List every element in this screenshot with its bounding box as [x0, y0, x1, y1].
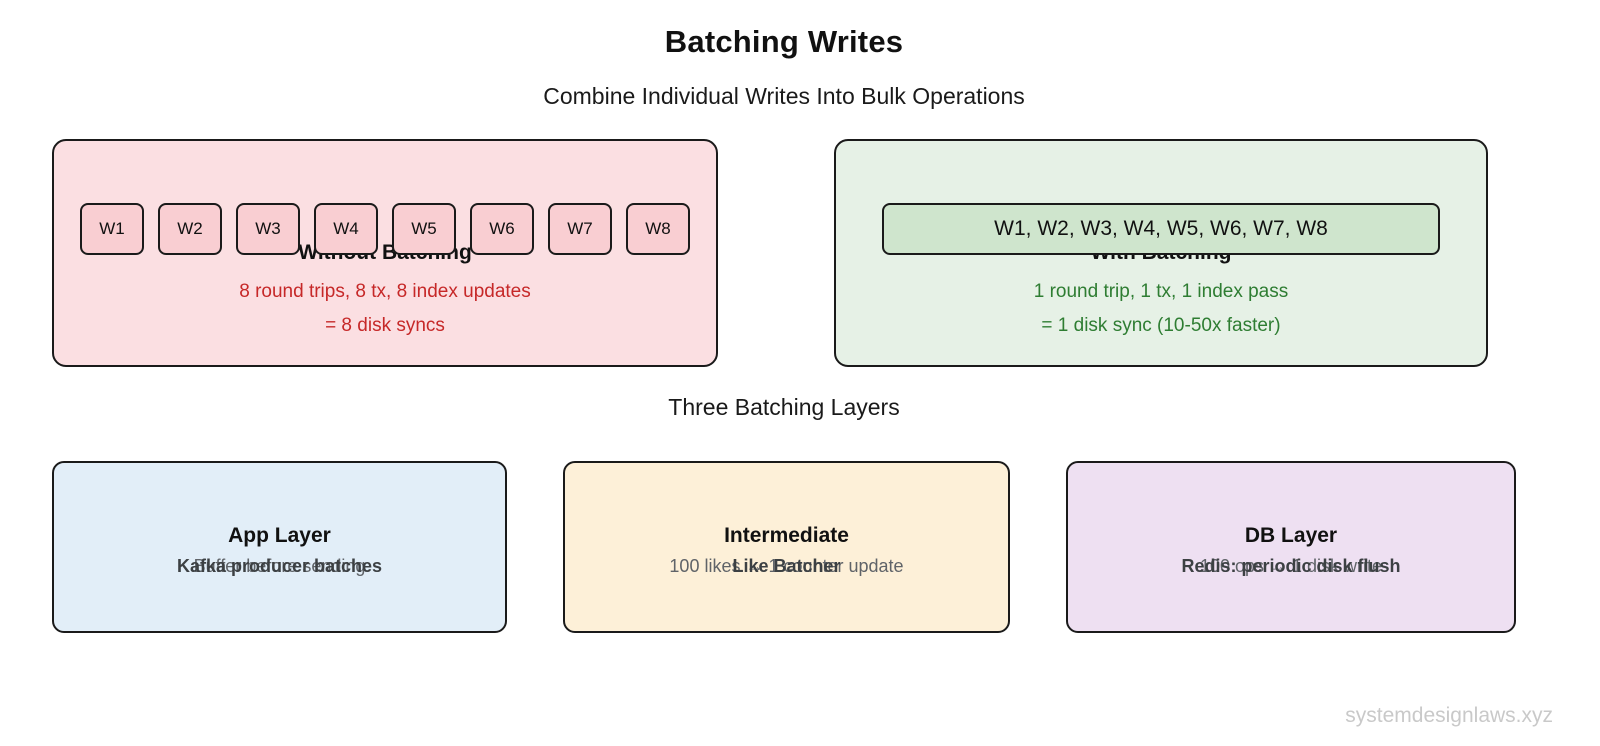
intermediate-layer-card: Intermediate Like Batcher 100 likes → 1 …: [563, 461, 1010, 633]
db-layer-title: DB Layer: [1244, 524, 1338, 547]
section-heading: Three Batching Layers: [668, 394, 900, 420]
watermark: systemdesignlaws.xyz: [1345, 704, 1553, 727]
db-layer-subtitle: Redis: periodic disk flush: [1181, 556, 1401, 576]
page-title: Batching Writes: [664, 24, 904, 59]
intermediate-layer-description: 100 likes → 1 counter update: [669, 556, 904, 576]
write-chip: W1: [80, 203, 144, 255]
db-layer-card: DB Layer Redis: periodic disk flush 100 …: [1066, 461, 1516, 633]
write-chip: W6: [470, 203, 534, 255]
intermediate-layer-subtitle: Like Batcher: [732, 556, 841, 576]
write-chip: W4: [314, 203, 378, 255]
write-chip: W8: [626, 203, 690, 255]
app-layer-title: App Layer: [228, 524, 331, 547]
without-batching-stat-2: = 8 disk syncs: [325, 315, 445, 336]
write-chip: W5: [392, 203, 456, 255]
app-layer-card: App Layer Kafka producer batches Buffer …: [52, 461, 507, 633]
with-batching-panel: W1, W2, W3, W4, W5, W6, W7, W8 With Batc…: [834, 139, 1488, 367]
app-layer-description: Buffer before sending: [193, 556, 366, 576]
with-batching-stat-2: = 1 disk sync (10-50x faster): [1041, 315, 1281, 336]
write-chip: W7: [548, 203, 612, 255]
write-chip-row: W1 W2 W3 W4 W5 W6 W7 W8: [54, 203, 716, 255]
db-layer-description: 100 ops → 1 disk write: [1199, 556, 1383, 576]
batched-writes-box: W1, W2, W3, W4, W5, W6, W7, W8: [882, 203, 1440, 255]
app-layer-subtitle: Kafka producer batches: [176, 556, 383, 576]
write-chip: W2: [158, 203, 222, 255]
page-subtitle: Combine Individual Writes Into Bulk Oper…: [543, 83, 1025, 109]
intermediate-layer-title: Intermediate: [724, 524, 849, 547]
write-chip: W3: [236, 203, 300, 255]
with-batching-stat-1: 1 round trip, 1 tx, 1 index pass: [1033, 281, 1289, 302]
without-batching-stat-1: 8 round trips, 8 tx, 8 index updates: [239, 281, 531, 302]
without-batching-panel: W1 W2 W3 W4 W5 W6 W7 W8 Without Batching…: [52, 139, 718, 367]
